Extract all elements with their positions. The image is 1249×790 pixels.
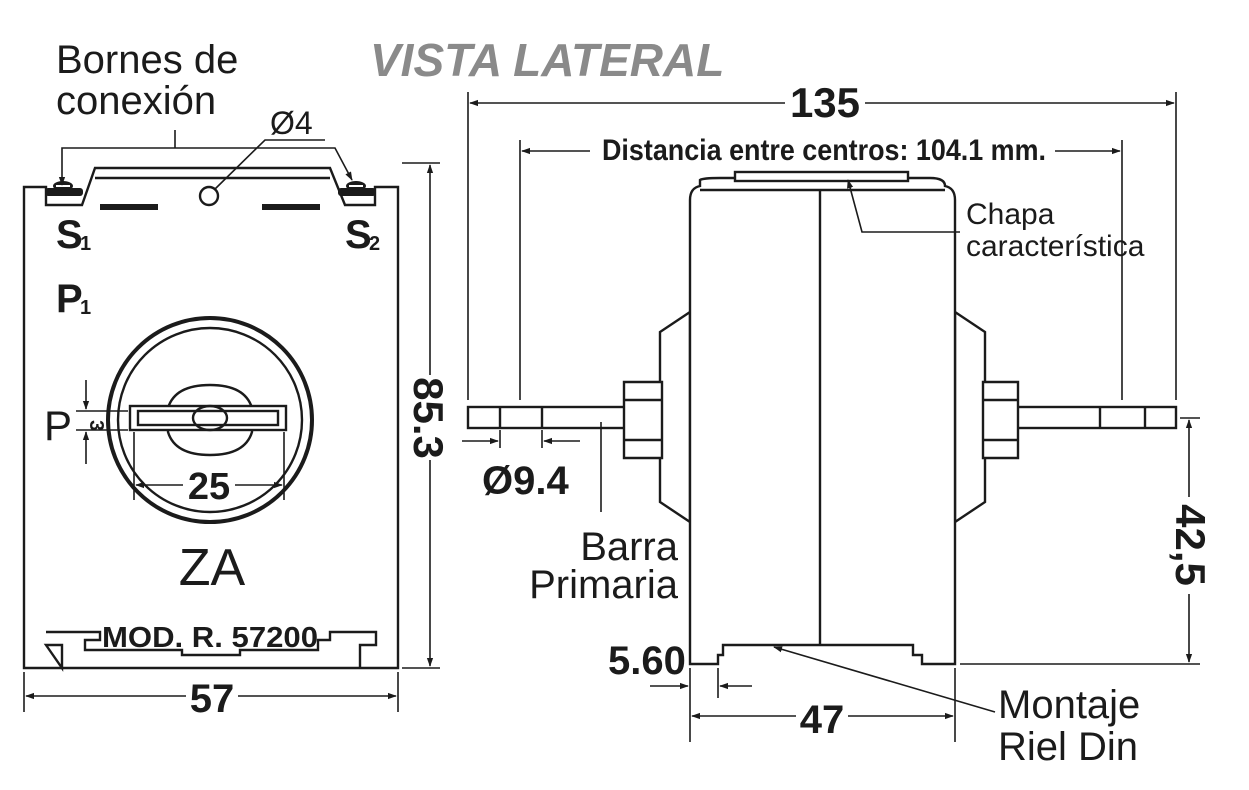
hole-diameter-leader xyxy=(213,139,325,191)
primary-slot xyxy=(128,404,288,432)
terminals-leader xyxy=(58,147,353,186)
mount-label-line1: Montaje xyxy=(998,683,1140,727)
clamp-screw xyxy=(191,404,229,432)
terminals-label-line1: Bornes de xyxy=(56,38,238,82)
bar-label-line2: Primaria xyxy=(529,563,679,607)
flange-right xyxy=(953,309,987,525)
nut-left xyxy=(622,380,664,460)
label-s2: S xyxy=(345,213,372,257)
mount-label-line2: Riel Din xyxy=(998,725,1138,769)
total-length-label: 135 xyxy=(790,79,860,126)
din-clip-outline xyxy=(43,630,378,672)
primary-slot-inner xyxy=(136,409,280,427)
label-p1: P xyxy=(56,277,83,321)
mount-hole xyxy=(198,185,220,207)
bar-label-line1: Barra xyxy=(580,525,679,569)
model-name: ZA xyxy=(179,539,246,597)
flange-left xyxy=(658,309,692,525)
terminal-s1-screw xyxy=(45,181,83,196)
terminal-s2-screw xyxy=(338,181,376,196)
slot-width-label: 25 xyxy=(188,466,230,508)
bar-height-label: 42,5 xyxy=(1167,504,1214,586)
plate-label-line2: característica xyxy=(966,230,1145,263)
terminals-label-line2: conexión xyxy=(56,79,216,123)
label-s1-sub: 1 xyxy=(80,233,91,255)
height-label: 85.3 xyxy=(405,377,452,459)
plate-leader xyxy=(847,179,960,233)
label-s1: S xyxy=(56,213,83,257)
top-slot-left xyxy=(100,204,158,210)
hole-diameter-label: Ø4 xyxy=(270,105,313,141)
front-view: Bornes de conexión Ø4 S 1 S 2 P 1 P 3 xyxy=(22,38,452,721)
drawing-title: VISTA LATERAL xyxy=(370,34,724,86)
top-slot-right xyxy=(262,204,320,210)
label-p: P xyxy=(44,402,72,449)
primary-window-outer xyxy=(106,316,314,524)
gap-dim-label: 3 xyxy=(85,420,107,431)
front-body-outline xyxy=(22,166,400,670)
primary-window-inner xyxy=(116,326,304,514)
main-body-side xyxy=(688,176,957,666)
mount-leader xyxy=(773,646,996,713)
width-label: 57 xyxy=(190,677,235,721)
nut-right xyxy=(981,380,1020,460)
side-view: 135 Distancia entre centros: 104.1 mm. C… xyxy=(462,79,1214,769)
rail-offset-label: 5.60 xyxy=(608,639,686,683)
bar-diameter-label: Ø9.4 xyxy=(482,459,569,503)
center-distance-label: Distancia entre centros: 104.1 mm. xyxy=(602,134,1046,167)
plate-label-line1: Chapa xyxy=(966,198,1055,231)
characteristic-plate xyxy=(733,170,910,183)
label-p1-sub: 1 xyxy=(80,297,91,319)
base-width-label: 47 xyxy=(800,698,845,742)
label-s2-sub: 2 xyxy=(369,233,380,255)
model-code: MOD. R. 57200 xyxy=(102,622,318,654)
